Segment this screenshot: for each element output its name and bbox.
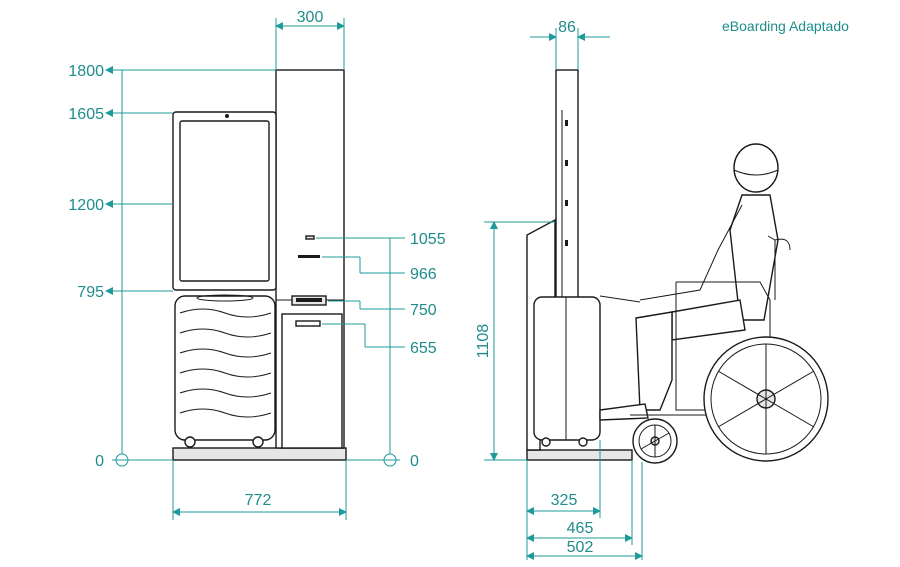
person-torso (729, 194, 779, 321)
dim-height-counter: 1108 (475, 324, 492, 359)
side-view (526, 69, 829, 464)
dim-h-0-right: 0 (410, 453, 419, 470)
brand-label: eBoarding Adaptado (722, 18, 849, 34)
dim-h-1055: 1055 (410, 231, 446, 248)
front-view (172, 69, 347, 461)
dim-h-1605: 1605 (68, 106, 104, 123)
dim-depth-465: 465 (567, 520, 594, 537)
dim-depth-502: 502 (567, 539, 594, 556)
dim-h-795: 795 (77, 284, 104, 301)
dim-h-1200: 1200 (68, 197, 104, 214)
person-head (733, 143, 779, 193)
dim-h-750: 750 (410, 302, 437, 319)
front-screen (179, 120, 270, 282)
side-column (555, 69, 579, 301)
front-dimensions: 300 1800 1605 1200 795 0 1055 966 750 65… (68, 9, 446, 520)
dim-h-0-left: 0 (95, 453, 104, 470)
side-cabinet (533, 296, 601, 441)
side-dimensions: 86 1108 325 465 502 (475, 19, 643, 560)
dim-h-966: 966 (410, 266, 437, 283)
front-cabinet (174, 295, 276, 441)
dim-depth-top: 86 (558, 19, 576, 36)
dim-width-bottom: 772 (245, 492, 272, 509)
dim-h-1800: 1800 (68, 63, 104, 80)
dim-h-655: 655 (410, 340, 437, 357)
dim-width-top: 300 (297, 9, 324, 26)
front-base (172, 447, 347, 461)
side-base (526, 449, 633, 461)
dim-depth-325: 325 (551, 492, 578, 509)
